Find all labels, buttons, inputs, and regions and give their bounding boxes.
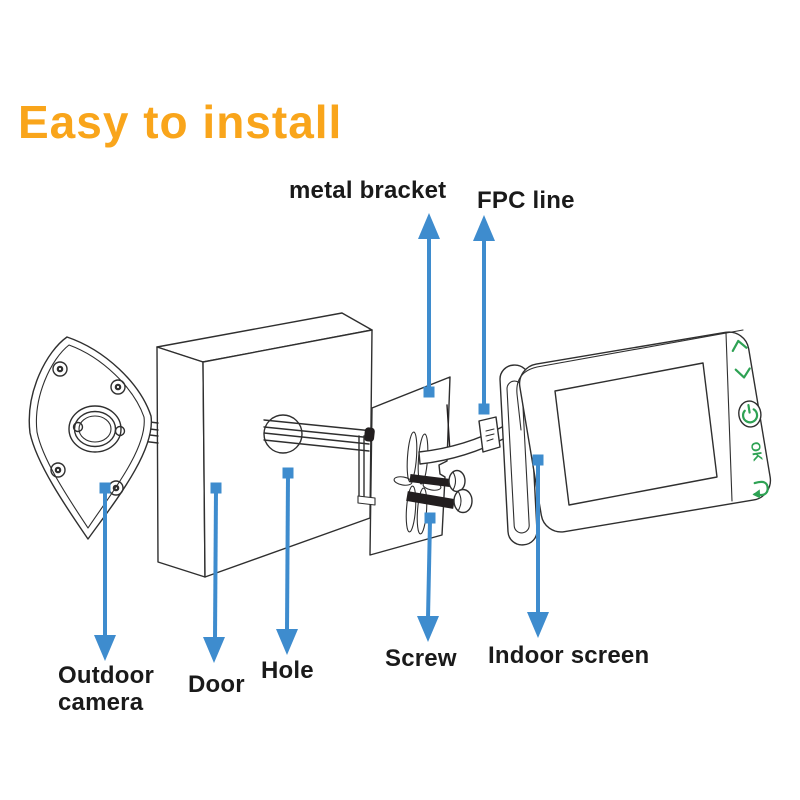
door-hole [263, 414, 303, 454]
metal-bracket-drawing [369, 376, 451, 556]
hole-arrow [276, 467, 298, 655]
indoor-screen-arrow [527, 454, 549, 638]
label-fpc-line: FPC line [477, 187, 575, 214]
fpc-connector-drawing [478, 416, 501, 453]
camera-lens [68, 405, 126, 453]
fpc-line-arrow [473, 215, 495, 415]
chevron-up-icon [731, 339, 748, 353]
power-icon [738, 400, 762, 428]
label-metal-bracket: metal bracket [289, 177, 447, 204]
camera-screw-holes [50, 361, 126, 496]
outdoor-camera-drawing [28, 336, 152, 540]
door-drawing [156, 312, 373, 578]
return-icon [752, 480, 769, 499]
label-door: Door [188, 671, 245, 698]
label-outdoor-camera: Outdoor camera [58, 662, 155, 716]
chevron-down-icon [734, 367, 751, 379]
screws-drawing [406, 469, 473, 514]
page-title: Easy to install [18, 96, 343, 148]
metal-bracket-arrow [418, 213, 440, 398]
bracket-arm-drawing [357, 435, 376, 506]
label-indoor-screen: Indoor screen [488, 642, 650, 669]
ok-icon: OK [748, 441, 766, 463]
screen-display [554, 362, 718, 506]
side-buttons: OK [731, 339, 769, 499]
door-arrow [203, 482, 225, 663]
label-screw: Screw [385, 645, 457, 672]
indoor-screen-drawing: OK [499, 329, 772, 546]
outdoor-camera-arrow [94, 482, 116, 661]
label-hole: Hole [261, 657, 314, 684]
screw-arrow [417, 512, 439, 642]
